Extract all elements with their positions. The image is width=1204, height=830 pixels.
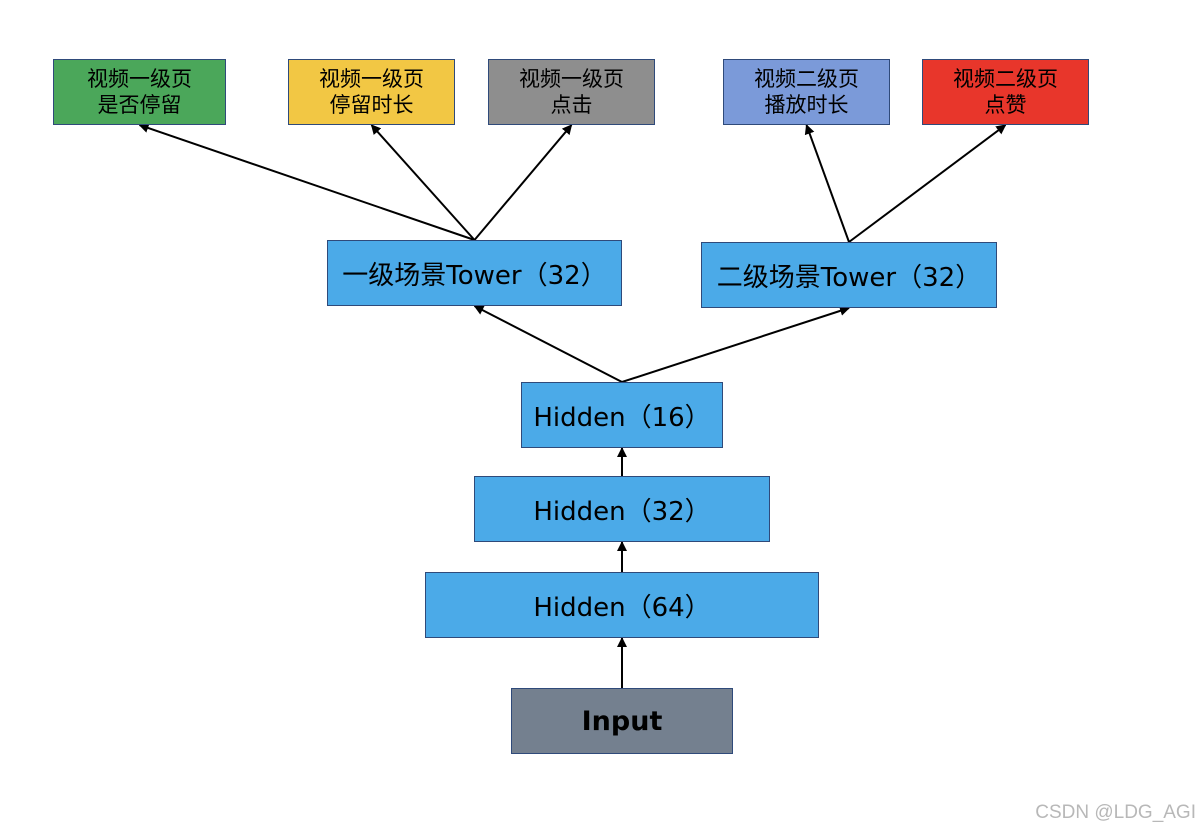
task-line1: 视频一级页 (87, 67, 192, 91)
hidden-16-box: Hidden（16） (521, 382, 723, 448)
task-box-level1-stay: 视频一级页 是否停留 (53, 59, 226, 125)
hidden-32-label: Hidden（32） (533, 496, 711, 527)
task-line2: 点赞 (984, 93, 1027, 117)
hidden-64-box: Hidden（64） (425, 572, 819, 638)
hidden-64-label: Hidden（64） (533, 592, 711, 623)
edge-tower_level1-to-task_0 (138, 123, 475, 241)
input-label: Input (581, 705, 663, 737)
watermark: CSDN @LDG_AGI (1035, 802, 1196, 823)
edge-hidden_16-to-tower_level2 (621, 306, 850, 383)
task-box-level2-like: 视频二级页 点赞 (922, 59, 1089, 125)
task-box-level1-duration: 视频一级页 停留时长 (288, 59, 455, 125)
hidden-32-box: Hidden（32） (474, 476, 770, 542)
task-line2: 播放时长 (764, 93, 849, 117)
task-line2: 点击 (550, 93, 593, 117)
tower-level1-box: 一级场景Tower（32） (327, 240, 622, 306)
tower-level2-label: 二级场景Tower（32） (716, 262, 982, 293)
task-line1: 视频一级页 (519, 67, 624, 91)
edge-tower_level2-to-task_4 (848, 124, 1007, 243)
edge-hidden_16-to-tower_level1 (473, 305, 623, 383)
tower-level2-box: 二级场景Tower（32） (701, 242, 997, 308)
input-box: Input (511, 688, 733, 754)
hidden-16-label: Hidden（16） (533, 402, 711, 433)
task-line2: 是否停留 (97, 93, 182, 117)
task-line1: 视频二级页 (754, 67, 859, 91)
task-line1: 视频一级页 (319, 67, 424, 91)
task-line1: 视频二级页 (953, 67, 1058, 91)
edge-tower_level2-to-task_3 (804, 124, 850, 243)
task-line2: 停留时长 (329, 93, 414, 117)
tower-level1-label: 一级场景Tower（32） (342, 260, 607, 291)
edge-tower_level1-to-task_2 (473, 124, 573, 241)
task-box-level1-click: 视频一级页 点击 (488, 59, 655, 125)
edge-tower_level1-to-task_1 (370, 124, 476, 241)
task-box-level2-play-duration: 视频二级页 播放时长 (723, 59, 890, 125)
